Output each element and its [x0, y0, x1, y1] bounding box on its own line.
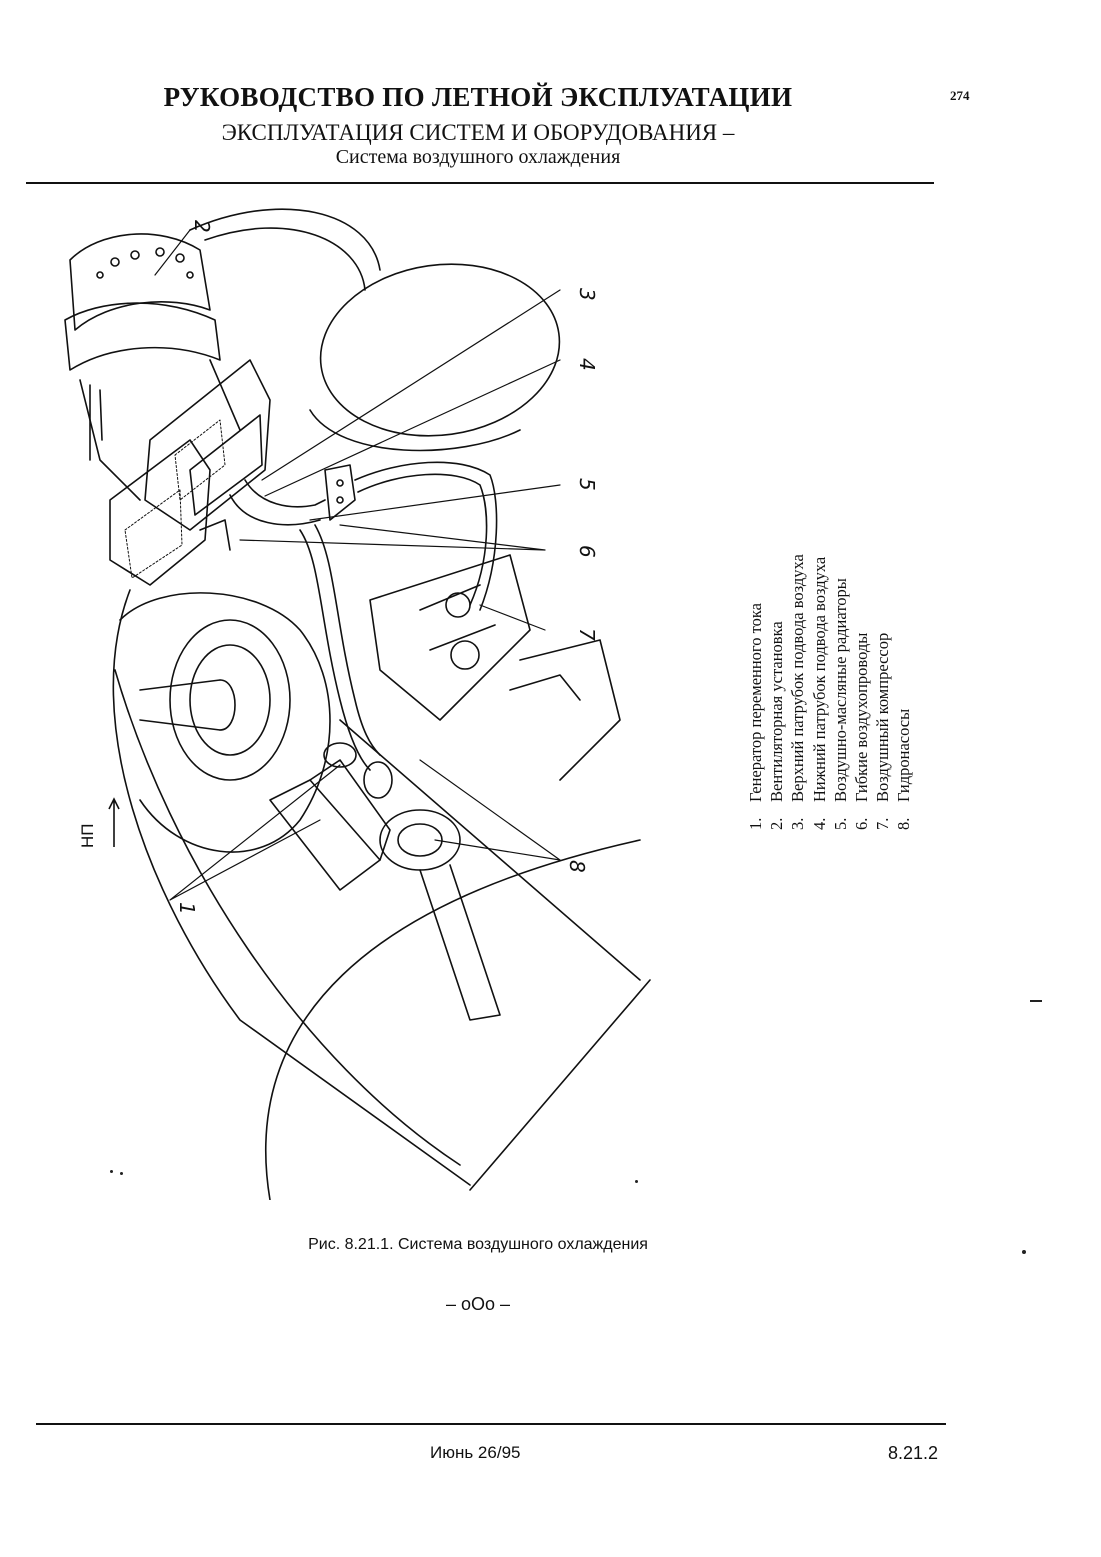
engine-cooling-system-drawing: 2 3 4 5 6 7 8 1	[64, 208, 651, 1200]
scan-speck	[120, 1172, 123, 1175]
air-oil-radiators	[109, 359, 271, 586]
callout-7: 7	[575, 628, 599, 641]
figure-caption: Рис. 8.21.1. Система воздушного охлажден…	[308, 1236, 648, 1253]
callout-1: 1	[175, 902, 199, 915]
legend-item: 3.Верхний патрубок подвода воздуха	[788, 554, 808, 830]
callout-8: 8	[565, 860, 589, 873]
scan-speck	[1022, 1250, 1026, 1254]
legend-item: 7.Воздушный компрессор	[873, 632, 893, 830]
figure-legend: 1.Генератор переменного тока 2.Вентилято…	[745, 110, 925, 830]
legend-item: 1.Генератор переменного тока	[746, 603, 765, 830]
section-title: Система воздушного охлаждения	[335, 146, 621, 168]
footer-rule	[36, 1423, 946, 1425]
legend-item: 4.Нижний патрубок подвода воздуха	[809, 556, 829, 830]
legend-item: 6.Гибкие воздухопроводы	[852, 632, 872, 830]
callout-5: 5	[575, 478, 599, 491]
callout-4: 4	[575, 358, 599, 371]
compressor-and-pumps	[369, 554, 621, 1021]
callout-6: 6	[575, 545, 599, 558]
callout-2: 2	[190, 220, 214, 233]
end-mark: – оОо –	[445, 1294, 511, 1314]
document-subtitle: ЭКСПЛУАТАЦИЯ СИСТЕМ И ОБОРУДОВАНИЯ –	[221, 120, 735, 145]
scan-speck	[635, 1180, 638, 1183]
footer-date: Июнь 26/95	[430, 1443, 521, 1462]
page-number: 274	[950, 88, 970, 103]
legend-item: 8.Гидронасосы	[894, 708, 914, 830]
direction-mark: НП	[78, 797, 128, 860]
direction-mark-label: НП	[78, 823, 97, 849]
callout-3: 3	[575, 288, 599, 301]
cowling-outline	[189, 208, 381, 271]
legend-item: 5.Воздушно-масляные радиаторы	[830, 578, 850, 830]
scan-speck	[110, 1170, 113, 1173]
leader-lines	[154, 229, 561, 901]
header-rule	[26, 182, 934, 184]
document-title: РУКОВОДСТВО ПО ЛЕТНОЙ ЭКСПЛУАТАЦИИ	[163, 82, 793, 112]
direction-arrow-icon	[108, 797, 120, 847]
fan-assembly	[64, 233, 241, 501]
alternator	[119, 592, 393, 891]
tank-ellipse	[319, 263, 561, 437]
legend-item: 2.Вентиляторная установка	[767, 621, 787, 830]
scan-speck	[1030, 1000, 1042, 1002]
footer-section-number: 8.21.2	[888, 1443, 939, 1463]
